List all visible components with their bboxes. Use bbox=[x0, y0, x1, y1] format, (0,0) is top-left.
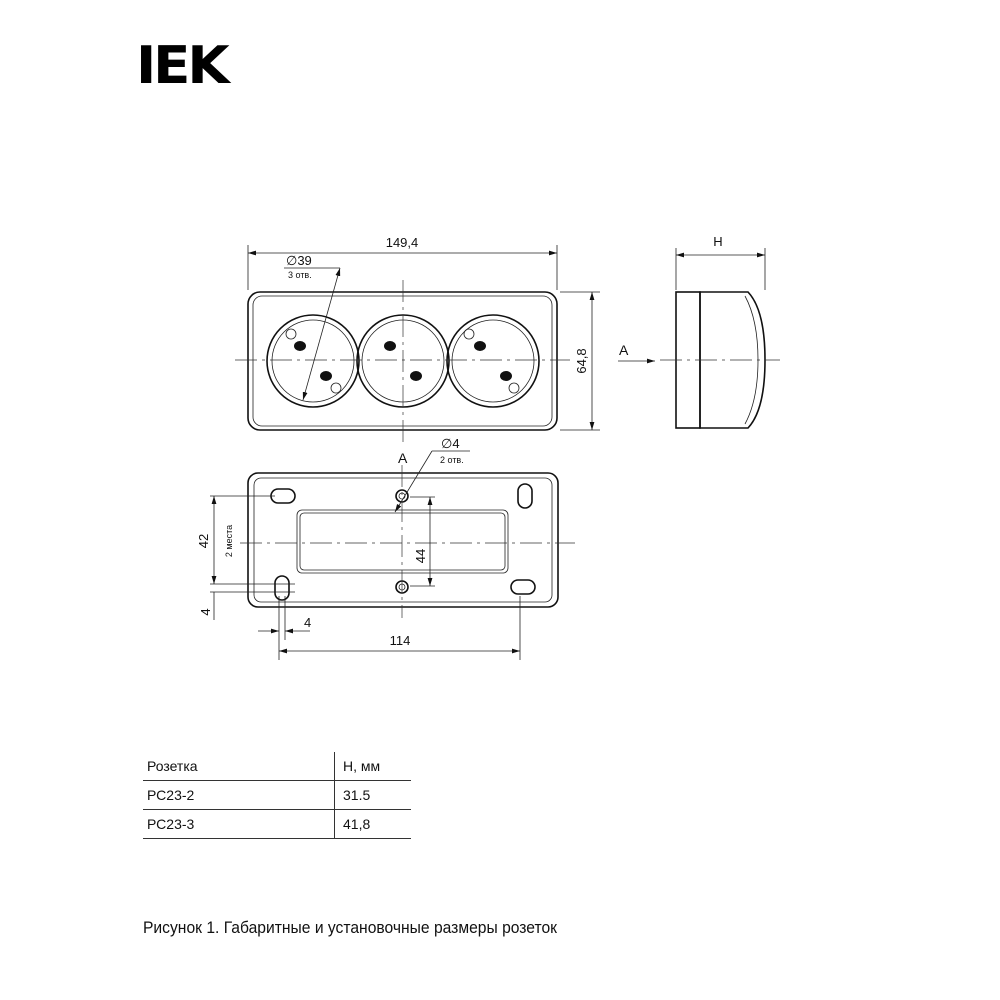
view-a-label: A bbox=[398, 450, 408, 466]
mount-hole-diameter: ∅4 bbox=[441, 436, 460, 451]
table-header: Розетка Н, мм bbox=[143, 752, 411, 781]
cell-height: 31.5 bbox=[343, 787, 371, 803]
width-dimension: 149,4 bbox=[386, 235, 419, 250]
mounting-slot bbox=[510, 579, 536, 595]
iek-logo: IEK bbox=[136, 36, 230, 96]
height-dimension: 64,8 bbox=[574, 348, 589, 373]
slot-width-dimension: 4 bbox=[304, 615, 311, 630]
cell-model: РС23-2 bbox=[143, 781, 335, 809]
header-socket: Розетка bbox=[143, 752, 335, 780]
slot-distance-dimension: 114 bbox=[390, 633, 411, 648]
slot-length-dimension: 4 bbox=[198, 608, 213, 615]
slot-spacing-dimension: 42 bbox=[196, 534, 211, 548]
height-table: Розетка Н, мм РС23-2 31.5 РС23-3 41,8 bbox=[143, 752, 411, 839]
socket-hole-diameter: ∅39 bbox=[286, 253, 312, 268]
socket-3 bbox=[446, 314, 540, 408]
front-view: 149,4 ∅39 3 отв. 64,8 A bbox=[235, 235, 655, 442]
depth-dimension-h: H bbox=[713, 234, 722, 249]
socket-1 bbox=[266, 314, 360, 408]
figure-caption: Рисунок 1. Габаритные и установочные раз… bbox=[143, 918, 558, 937]
table-row: РС23-2 31.5 bbox=[143, 781, 411, 810]
side-view: H bbox=[660, 234, 780, 429]
cell-height: 41,8 bbox=[343, 816, 371, 832]
socket-hole-count: 3 отв. bbox=[288, 270, 312, 280]
mount-hole-count: 2 отв. bbox=[440, 455, 464, 465]
cell-model: РС23-3 bbox=[143, 810, 335, 838]
table-row: РС23-3 41,8 bbox=[143, 810, 411, 839]
back-view: A ∅4 2 отв. 42 2 места 4 44 4 bbox=[196, 436, 575, 660]
mounting-slot bbox=[517, 483, 533, 509]
hole-spacing-dimension: 44 bbox=[413, 549, 428, 563]
header-height: Н, мм bbox=[343, 758, 381, 774]
view-a-arrow-label: A bbox=[619, 342, 629, 358]
slot-places-note: 2 места bbox=[224, 525, 234, 557]
mounting-slot bbox=[274, 575, 290, 601]
